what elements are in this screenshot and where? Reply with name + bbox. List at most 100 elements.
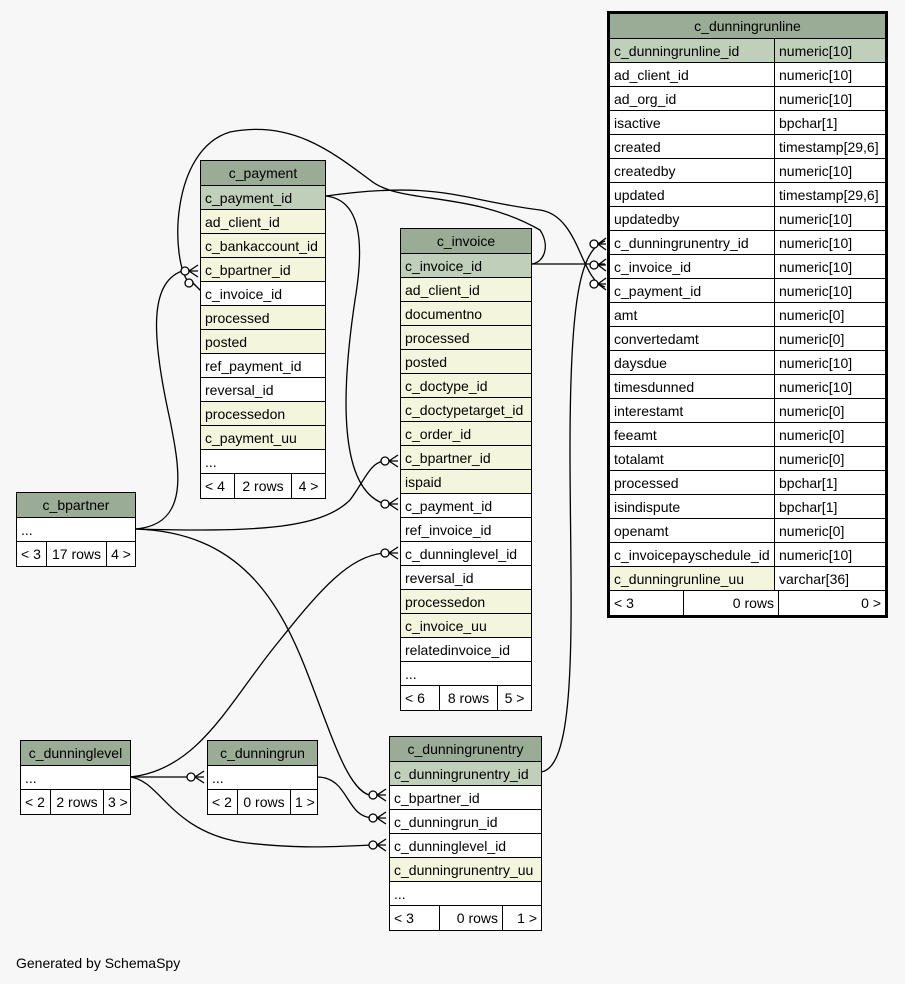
table-header: c_dunningrun bbox=[208, 741, 317, 766]
children-link[interactable]: 4 > bbox=[106, 542, 135, 566]
table-row: ad_client_id bbox=[201, 210, 325, 234]
row-count: 0 rows bbox=[237, 790, 290, 814]
row-count: 2 rows bbox=[234, 474, 291, 498]
table-row: ... bbox=[21, 766, 130, 790]
children-link[interactable]: 1 > bbox=[502, 906, 541, 930]
table-row: c_bpartner_id bbox=[390, 786, 541, 810]
children-link[interactable]: 5 > bbox=[497, 686, 531, 710]
table-row: c_dunningrun_id bbox=[390, 810, 541, 834]
parents-link[interactable]: < 6 bbox=[405, 690, 425, 706]
row-count: 8 rows bbox=[439, 686, 497, 710]
table-row: c_bankaccount_id bbox=[201, 234, 325, 258]
table-row: c_invoice_id bbox=[401, 254, 531, 278]
row-count: 17 rows bbox=[46, 542, 106, 566]
parents-link[interactable]: < 3 bbox=[394, 910, 414, 926]
table-row: processedon bbox=[401, 590, 531, 614]
table-row: c_order_id bbox=[401, 422, 531, 446]
table-header: c_dunningrunentry bbox=[390, 737, 541, 762]
table-row: c_payment_uu bbox=[201, 426, 325, 450]
table-c-payment[interactable]: c_payment c_payment_id ad_client_id c_ba… bbox=[200, 160, 326, 499]
table-row: ... bbox=[17, 518, 135, 542]
table-row: c_invoice_uu bbox=[401, 614, 531, 638]
table-row: relatedinvoice_id bbox=[401, 638, 531, 662]
row-count: 0 rows bbox=[683, 591, 778, 615]
parents-link[interactable]: < 3 bbox=[614, 595, 634, 611]
table-header: c_bpartner bbox=[17, 493, 135, 518]
table-row: reversal_id bbox=[401, 566, 531, 590]
table-row: processed bbox=[201, 306, 325, 330]
parents-link[interactable]: < 3 bbox=[21, 546, 41, 562]
table-row: ispaid bbox=[401, 470, 531, 494]
table-row: ... bbox=[208, 766, 317, 790]
generated-by-credit: Generated by SchemaSpy bbox=[16, 955, 181, 971]
parents-link[interactable]: < 2 bbox=[212, 794, 232, 810]
table-row: c_doctypetarget_id bbox=[401, 398, 531, 422]
table-row: c_bpartner_id bbox=[201, 258, 325, 282]
table-row: ref_invoice_id bbox=[401, 518, 531, 542]
row-count: 0 rows bbox=[439, 906, 502, 930]
children-link[interactable]: 1 > bbox=[290, 790, 317, 814]
table-row: documentno bbox=[401, 302, 531, 326]
table-header: c_dunninglevel bbox=[21, 741, 130, 766]
table-row: processedon bbox=[201, 402, 325, 426]
table-row: ... bbox=[201, 450, 325, 474]
children-link[interactable]: 4 > bbox=[291, 474, 325, 498]
table-row: c_payment_id bbox=[401, 494, 531, 518]
table-c-invoice[interactable]: c_invoice c_invoice_id ad_client_id docu… bbox=[400, 228, 532, 711]
table-row: ... bbox=[390, 882, 541, 906]
table-row: c_dunningrunentry_uu bbox=[390, 858, 541, 882]
table-row: c_dunninglevel_id bbox=[390, 834, 541, 858]
table-row: posted bbox=[401, 350, 531, 374]
table-row: c_payment_id bbox=[201, 186, 325, 210]
parents-link[interactable]: < 4 bbox=[205, 478, 225, 494]
table-row: ref_payment_id bbox=[201, 354, 325, 378]
table-row: c_doctype_id bbox=[401, 374, 531, 398]
table-header: c_dunningrunline bbox=[610, 14, 885, 39]
table-header: c_payment bbox=[201, 161, 325, 186]
row-count: 2 rows bbox=[50, 790, 103, 814]
table-row: c_bpartner_id bbox=[401, 446, 531, 470]
table-c-dunningrunentry[interactable]: c_dunningrunentry c_dunningrunentry_id c… bbox=[389, 736, 542, 931]
parents-link[interactable]: < 2 bbox=[25, 794, 45, 810]
table-row: posted bbox=[201, 330, 325, 354]
table-row: c_dunningrunentry_id bbox=[390, 762, 541, 786]
table-header: c_invoice bbox=[401, 229, 531, 254]
children-link[interactable]: 0 > bbox=[778, 591, 885, 615]
children-link[interactable]: 3 > bbox=[103, 790, 130, 814]
table-row: ... bbox=[401, 662, 531, 686]
table-row: reversal_id bbox=[201, 378, 325, 402]
